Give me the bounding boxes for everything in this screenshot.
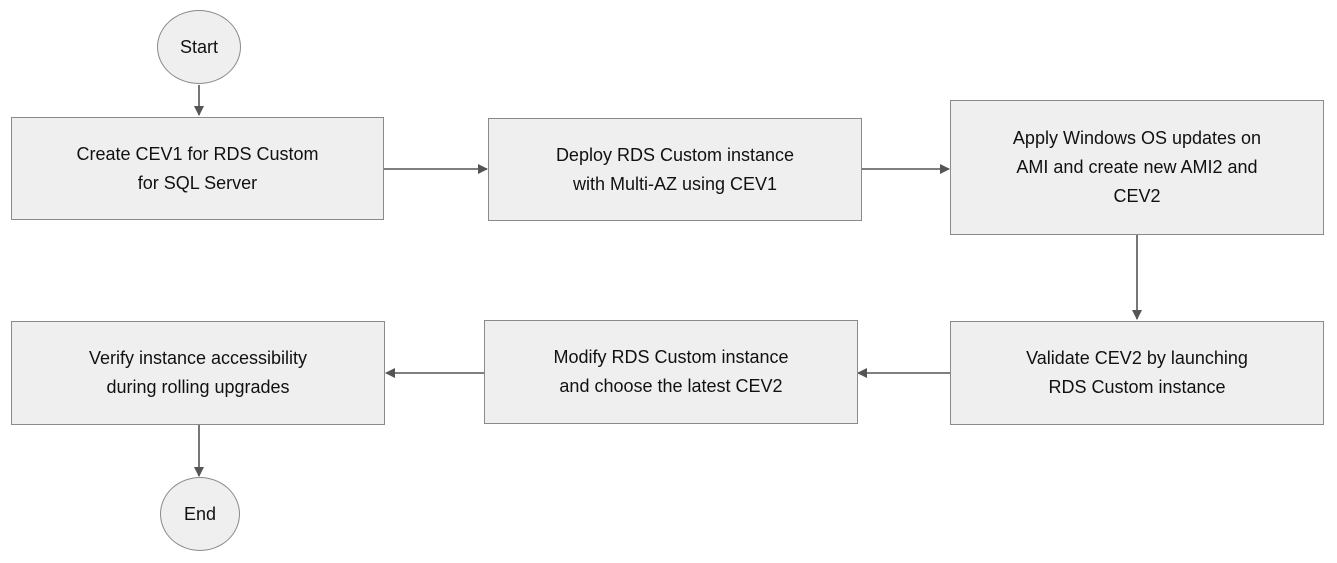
apply-updates-step-label: Apply Windows OS updates on AMI and crea… xyxy=(1012,128,1262,206)
start-node-label: Start xyxy=(179,36,218,57)
end-node: End xyxy=(160,477,240,551)
create-cev1-step-label: Create CEV1 for RDS Custom for SQL Serve… xyxy=(76,143,319,193)
create-cev1-step: Create CEV1 for RDS Custom for SQL Serve… xyxy=(11,117,384,220)
verify-accessibility-step-label: Verify instance accessibility during rol… xyxy=(88,348,308,397)
modify-instance-step-label: Modify RDS Custom instance and choose th… xyxy=(553,347,789,396)
validate-cev2-step-label: Validate CEV2 by launching RDS Custom in… xyxy=(1026,348,1248,397)
end-node-label: End xyxy=(183,503,217,524)
apply-updates-step: Apply Windows OS updates on AMI and crea… xyxy=(950,100,1324,235)
validate-cev2-step: Validate CEV2 by launching RDS Custom in… xyxy=(950,321,1324,425)
verify-accessibility-step: Verify instance accessibility during rol… xyxy=(11,321,385,425)
start-node: Start xyxy=(157,10,241,84)
deploy-instance-step: Deploy RDS Custom instance with Multi-AZ… xyxy=(488,118,862,221)
deploy-instance-step-label: Deploy RDS Custom instance with Multi-AZ… xyxy=(555,144,795,194)
modify-instance-step: Modify RDS Custom instance and choose th… xyxy=(484,320,858,424)
